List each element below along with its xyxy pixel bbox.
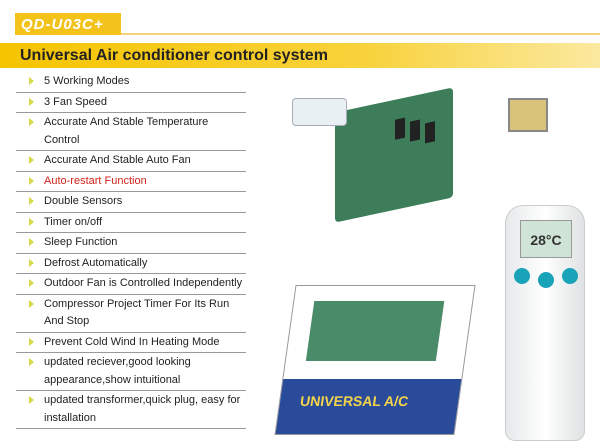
arrow-bullet-icon [29,279,34,287]
arrow-bullet-icon [29,156,34,164]
arrow-bullet-icon [29,118,34,126]
feature-text: Prevent Cold Wind In Heating Mode [44,335,220,348]
title-bar [0,43,600,68]
arrow-bullet-icon [29,217,34,226]
arrow-bullet-icon [29,197,34,205]
receiver-image [292,98,347,126]
feature-item: Accurate And Stable Temperature Control [16,113,246,151]
feature-item: 3 Fan Speed [16,93,246,113]
feature-item: Accurate And Stable Auto Fan [16,151,246,172]
feature-text: Accurate And Stable Temperature Control [44,116,209,146]
arrow-bullet-icon [29,299,34,308]
feature-item: Prevent Cold Wind In Heating Mode [16,333,246,353]
feature-text: Sleep Function [44,236,118,248]
box-label: UNIVERSAL A/C [275,379,462,434]
feature-item: Defrost Automatically [16,254,246,274]
feature-text: Defrost Automatically [44,256,148,269]
divider [121,33,600,35]
feature-item: Timer on/off [16,213,246,233]
model-badge: QD-U03C+ [15,13,121,35]
feature-item: updated reciever,good looking appearance… [16,353,246,391]
feature-item: updated transformer,quick plug, easy for… [16,391,246,429]
feature-text: updated transformer,quick plug, easy for… [44,394,241,424]
arrow-bullet-icon [29,396,34,404]
feature-text: Compressor Project Timer For Its Run And… [44,297,230,328]
feature-text: 3 Fan Speed [44,95,107,108]
arrow-bullet-icon [29,97,34,106]
feature-text: Outdoor Fan is Controlled Independently [44,277,243,289]
package-box-image: UNIVERSAL A/C [274,285,476,435]
remote-control-image: 28°C [505,205,585,441]
feature-text: Accurate And Stable Auto Fan [44,154,191,166]
feature-text: 5 Working Modes [44,75,130,87]
arrow-bullet-icon [29,176,34,185]
arrow-bullet-icon [29,258,34,267]
control-board-image [335,87,453,223]
feature-text: Double Sensors [44,195,123,207]
feature-text: updated reciever,good looking appearance… [44,356,191,386]
feature-item: Outdoor Fan is Controlled Independently [16,274,246,295]
arrow-bullet-icon [29,77,34,85]
feature-item: Auto-restart Function [16,172,246,192]
feature-item: Sleep Function [16,233,246,254]
feature-item: 5 Working Modes [16,72,246,93]
feature-item: Double Sensors [16,192,246,213]
feature-item: Compressor Project Timer For Its Run And… [16,295,246,333]
feature-text: Timer on/off [44,215,103,228]
arrow-bullet-icon [29,337,34,346]
transformer-image [508,98,548,132]
arrow-bullet-icon [29,238,34,246]
feature-text: Auto-restart Function [44,174,147,187]
arrow-bullet-icon [29,358,34,366]
remote-display: 28°C [520,220,572,258]
page-title: Universal Air conditioner control system [20,47,328,64]
